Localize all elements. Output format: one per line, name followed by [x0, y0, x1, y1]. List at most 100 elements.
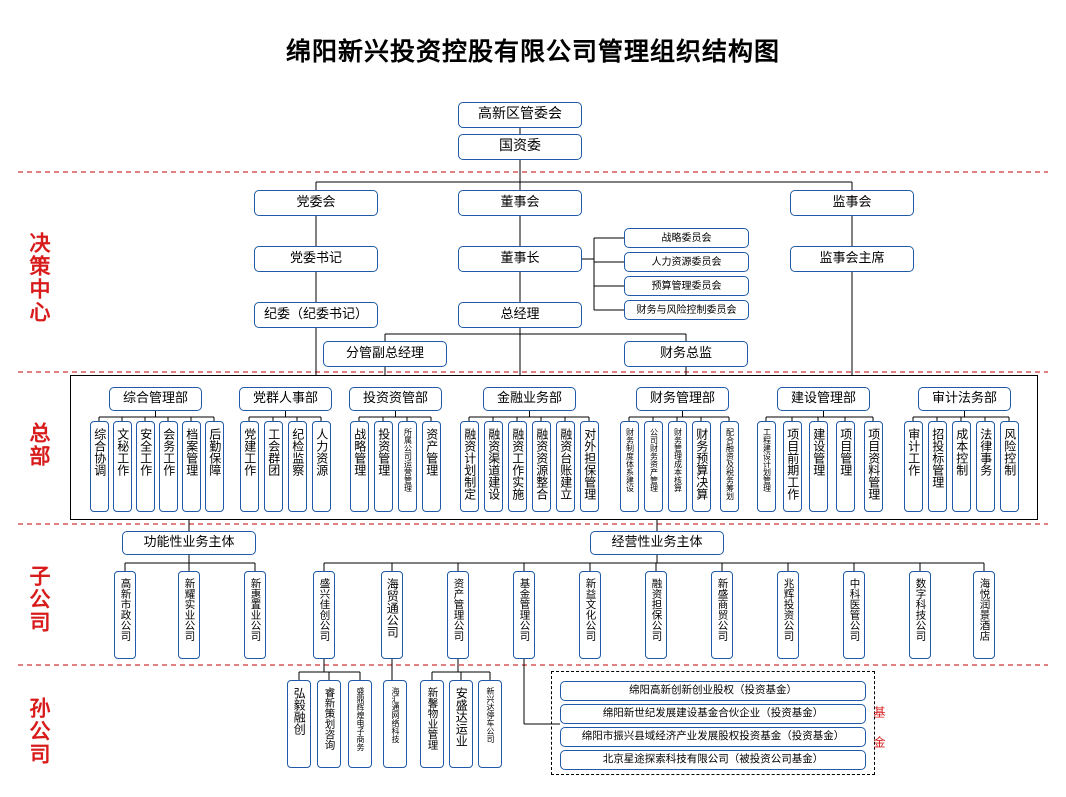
dept-unit: 配合融资及税务筹划	[720, 421, 739, 512]
dept-unit-label: 纪检监察	[290, 428, 305, 476]
dept-unit-label: 战略管理	[352, 428, 367, 476]
dept-unit: 纪检监察	[288, 421, 307, 512]
committee-box: 预算管理委员会	[624, 276, 749, 296]
node-jw: 纪委（纪委书记）	[254, 302, 378, 328]
subsidiary-box: 海贸通公司	[381, 571, 403, 659]
dept-unit: 融资渠道建设	[484, 421, 503, 512]
dept-unit-label: 财务制度体系建设	[625, 428, 635, 492]
dept-unit-label: 项目前期工作	[785, 428, 800, 500]
node-gzw: 国资委	[458, 134, 582, 160]
subsidiary-box: 数字科技公司	[909, 571, 931, 659]
fund-box: 绵阳市振兴县域经济产业发展股权投资基金（投资基金）	[560, 727, 866, 747]
dept-unit-label: 所属公司运营管理	[403, 428, 413, 492]
grandchild-box: 弘毅融创	[287, 680, 311, 768]
subsidiary-box: 资产管理公司	[447, 571, 469, 659]
dept-unit: 财务管理成本核算	[668, 421, 687, 512]
dept-unit: 建设管理	[809, 421, 828, 512]
dept-unit: 档案管理	[182, 421, 201, 512]
node-cwzj: 财务总监	[624, 341, 748, 367]
grandchild-box: 新兴达停车公司	[478, 680, 502, 768]
dept-unit-label: 融资计划制定	[462, 428, 477, 500]
node-dsz: 董事长	[458, 246, 582, 272]
fund-frame	[551, 671, 875, 775]
subsidiary-box-label: 基金管理公司	[518, 578, 531, 641]
subsidiary-box: 海悦润景酒店	[973, 571, 995, 659]
dept-unit: 成本控制	[952, 421, 971, 512]
dept-unit: 文秘工作	[113, 421, 132, 512]
grandchild-box-label: 海汇通网络科技	[391, 687, 400, 743]
grandchild-box: 安盛达运业	[449, 680, 473, 768]
subsidiary-box-label: 新益文化公司	[584, 578, 597, 641]
dept-unit: 项目管理	[836, 421, 855, 512]
dept-header: 审计法务部	[918, 387, 1011, 411]
dept-unit: 风险控制	[1000, 421, 1019, 512]
subsidiary-box-label: 新耀实业公司	[183, 578, 196, 641]
dept-unit: 财务制度体系建设	[620, 421, 639, 512]
subsidiary-box-label: 新惠置业公司	[249, 578, 262, 641]
dept-unit: 融资工作实施	[508, 421, 527, 512]
section-label-grandchild: 孙公司	[27, 697, 51, 766]
node-operating: 经营性业务主体	[590, 531, 724, 555]
dept-unit: 法律事务	[976, 421, 995, 512]
dept-unit: 资产管理	[422, 421, 441, 512]
dept-unit: 项目资料管理	[864, 421, 883, 512]
dept-unit: 项目前期工作	[783, 421, 802, 512]
subsidiary-box-label: 资产管理公司	[452, 578, 465, 641]
dept-unit-label: 对外担保管理	[582, 428, 597, 500]
subsidiary-box: 高新市政公司	[114, 571, 136, 659]
grandchild-box-label: 新兴达停车公司	[486, 687, 495, 743]
subsidiary-box: 新惠置业公司	[244, 571, 266, 659]
grandchild-box-label: 安盛达运业	[454, 687, 469, 747]
dept-unit-label: 会务工作	[161, 428, 176, 476]
fund-box: 绵阳新世纪发展建设基金合伙企业（投资基金）	[560, 704, 866, 724]
dept-unit-label: 融资渠道建设	[486, 428, 501, 500]
dept-header: 金融业务部	[483, 387, 576, 411]
dept-unit-label: 招投标管理	[930, 428, 945, 488]
dept-unit: 财务预算决算	[692, 421, 711, 512]
dept-unit-label: 文秘工作	[115, 428, 130, 476]
dept-header: 财务管理部	[636, 387, 729, 411]
dept-unit-label: 项目资料管理	[866, 428, 881, 500]
grandchild-box-label: 弘毅融创	[292, 687, 307, 735]
dept-unit-label: 建设管理	[811, 428, 826, 476]
node-functional: 功能性业务主体	[122, 531, 256, 555]
dept-unit: 安全工作	[136, 421, 155, 512]
dept-unit-label: 风险控制	[1002, 428, 1017, 476]
dept-unit: 工程建设计划管理	[757, 421, 776, 512]
subsidiary-box-label: 新盛商贸公司	[716, 578, 729, 641]
subsidiary-box-label: 海贸通公司	[385, 578, 400, 638]
fund-tag: 基金	[872, 706, 886, 766]
subsidiary-box: 盛兴佳创公司	[313, 571, 335, 659]
subsidiary-box-label: 盛兴佳创公司	[318, 578, 331, 641]
dept-unit-label: 公司财务资产管理	[649, 428, 659, 492]
subsidiary-box: 新益文化公司	[579, 571, 601, 659]
node-jshzx: 监事会主席	[790, 246, 914, 272]
dept-unit-label: 投资管理	[376, 428, 391, 476]
dept-unit-label: 人力资源	[314, 428, 329, 476]
dept-unit: 工会群团	[264, 421, 283, 512]
dept-header: 综合管理部	[109, 387, 202, 411]
dept-unit: 公司财务资产管理	[644, 421, 663, 512]
node-gxq: 高新区管委会	[458, 102, 582, 128]
hq-frame	[70, 375, 1038, 520]
dept-unit-label: 安全工作	[138, 428, 153, 476]
dept-unit: 融资资源整合	[532, 421, 551, 512]
grandchild-box: 睿新策划咨询	[317, 680, 341, 768]
dept-unit-label: 项目管理	[838, 428, 853, 476]
dept-unit: 战略管理	[350, 421, 369, 512]
dept-unit-label: 工程建设计划管理	[762, 428, 772, 492]
node-jsh: 监事会	[790, 190, 914, 216]
committee-box: 财务与风险控制委员会	[624, 300, 749, 320]
node-dwh: 党委会	[254, 190, 378, 216]
subsidiary-box-label: 海悦润景酒店	[978, 578, 991, 641]
dept-header: 建设管理部	[777, 387, 870, 411]
dept-header: 党群人事部	[239, 387, 332, 411]
subsidiary-box-label: 融资担保公司	[650, 578, 663, 641]
subsidiary-box: 新盛商贸公司	[711, 571, 733, 659]
subsidiary-box-label: 高新市政公司	[119, 578, 132, 641]
dept-header: 投资资管部	[349, 387, 442, 411]
subsidiary-box-label: 中科医管公司	[848, 578, 861, 641]
committee-box: 人力资源委员会	[624, 252, 749, 272]
